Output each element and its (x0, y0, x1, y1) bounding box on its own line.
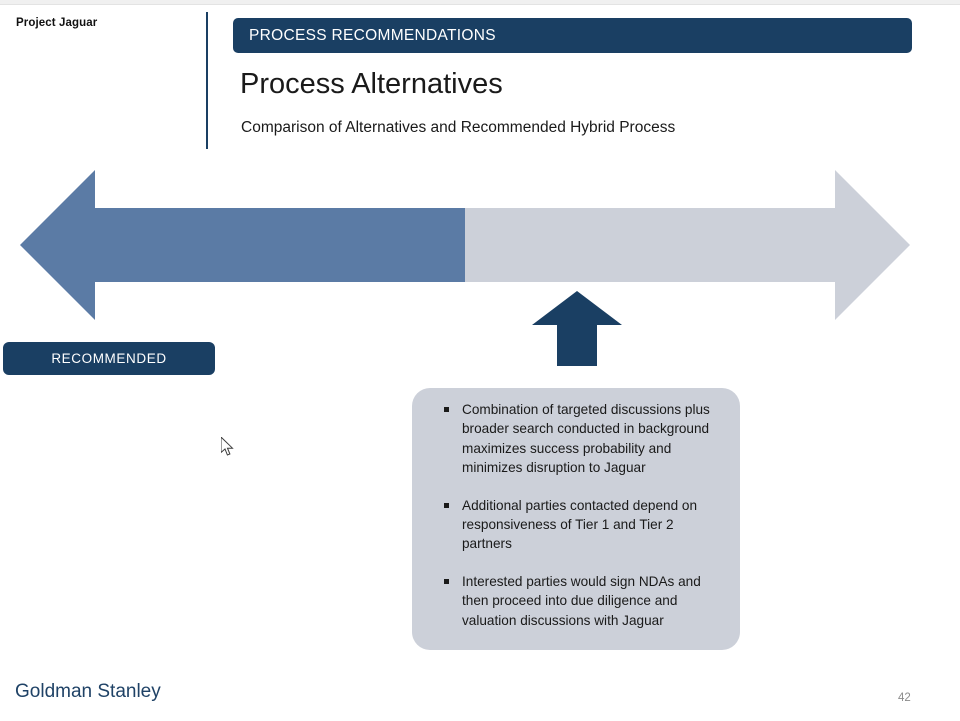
list-item: Combination of targeted discussions plus… (432, 400, 722, 478)
targeted-discussions-arrow (20, 170, 465, 320)
section-kicker-label: PROCESS RECOMMENDATIONS (249, 26, 496, 44)
recommended-banner-label: RECOMMENDED (51, 351, 167, 366)
recommendation-bullet-list: Combination of targeted discussions plus… (432, 400, 722, 630)
square-bullet-icon (444, 578, 449, 584)
recommended-callout (470, 288, 690, 378)
header-divider-line (206, 12, 208, 149)
section-kicker-bar: PROCESS RECOMMENDATIONS (233, 18, 912, 53)
footer-logo: Goldman Stanley (15, 681, 161, 702)
page-number: 42 (898, 692, 911, 704)
recommendation-text-box: Combination of targeted discussions plus… (412, 388, 740, 650)
project-label: Project Jaguar (16, 17, 98, 29)
recommended-up-arrow-icon (532, 291, 622, 366)
page-subtitle: Comparison of Alternatives and Recommend… (241, 119, 676, 136)
broad-search-arrow (465, 170, 910, 320)
recommended-banner: RECOMMENDED (3, 342, 215, 375)
square-bullet-icon (444, 502, 449, 508)
list-item-text: Interested parties would sign NDAs and t… (462, 573, 701, 628)
window-top-edge (0, 0, 960, 5)
mouse-cursor (221, 437, 234, 456)
page-title: Process Alternatives (240, 68, 503, 100)
double-arrow-svg (20, 170, 910, 320)
list-item: Additional parties contacted depend on r… (432, 496, 722, 554)
list-item-text: Additional parties contacted depend on r… (462, 497, 698, 552)
spectrum-diagram (0, 160, 960, 330)
list-item-text: Combination of targeted discussions plus… (462, 402, 710, 476)
list-item: Interested parties would sign NDAs and t… (432, 572, 722, 630)
square-bullet-icon (444, 407, 449, 412)
